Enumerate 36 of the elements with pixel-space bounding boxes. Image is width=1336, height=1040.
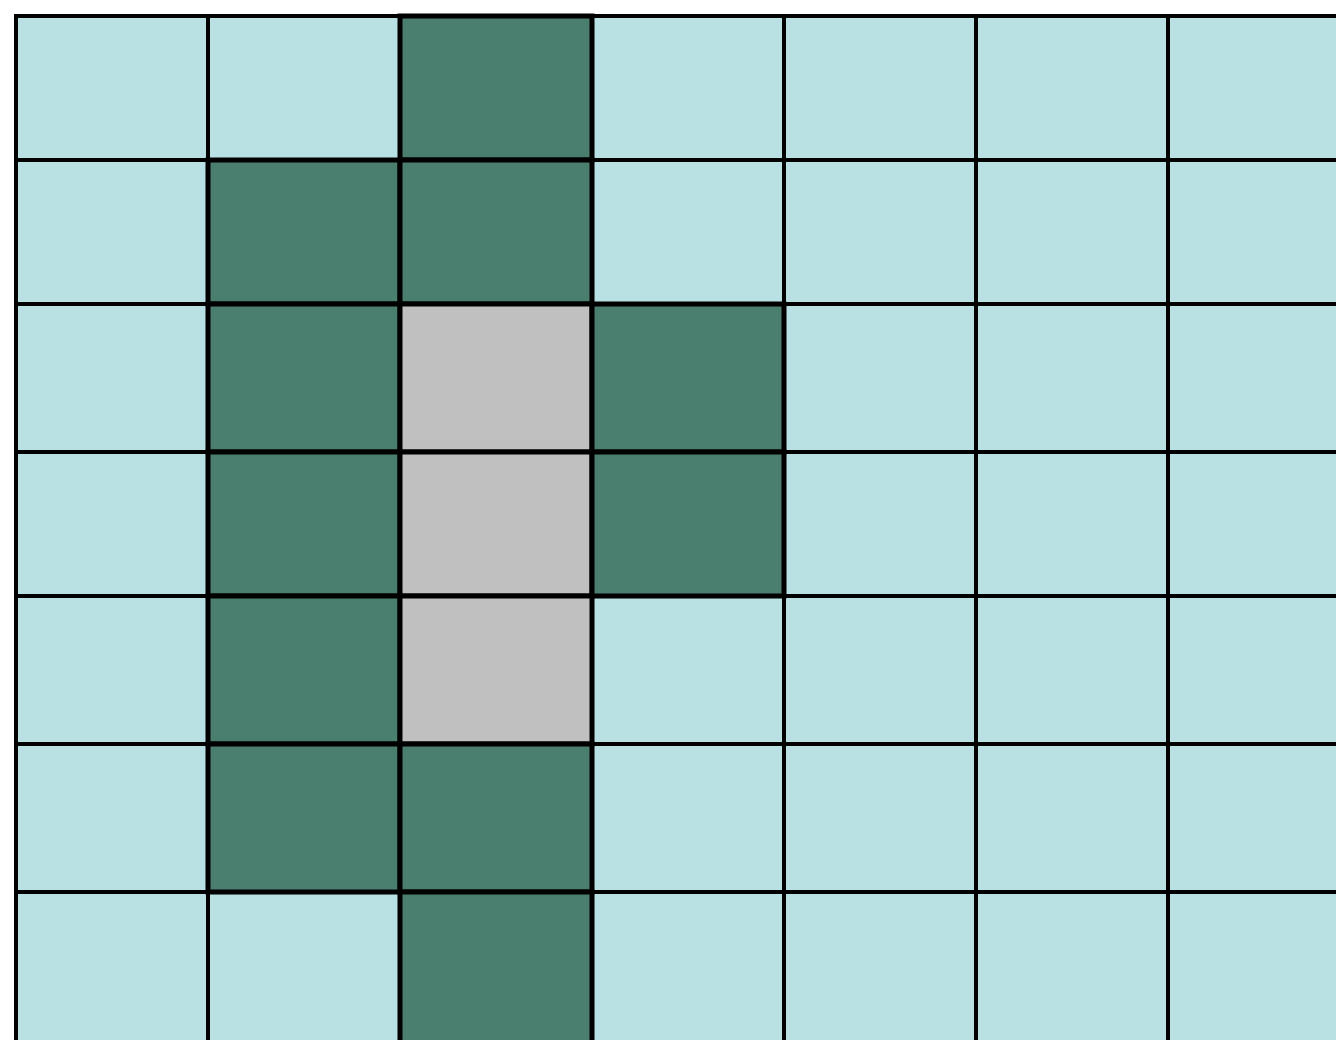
- grid-square: [590, 14, 786, 162]
- grid-square: [205, 593, 403, 747]
- grid-square: [782, 742, 978, 894]
- grid-square: [782, 14, 978, 162]
- grid-square: [974, 302, 1170, 454]
- grid-square: [205, 157, 403, 307]
- grid-square: [206, 14, 402, 162]
- grid-square: [205, 741, 403, 895]
- grid-square: [397, 157, 595, 307]
- grid-square: [397, 593, 595, 747]
- grid-square: [782, 450, 978, 598]
- grid-square: [974, 450, 1170, 598]
- grid-square: [14, 158, 210, 306]
- grid-square: [782, 302, 978, 454]
- grid-square: [397, 301, 595, 455]
- grid-square: [14, 742, 210, 894]
- grid-square: [14, 594, 210, 746]
- grid-square: [590, 594, 786, 746]
- grid-square: [205, 301, 403, 455]
- grid-square: [14, 14, 210, 162]
- grid-square: [974, 594, 1170, 746]
- grid-square: [397, 449, 595, 599]
- grid-square: [14, 450, 210, 598]
- grid-square: [782, 594, 978, 746]
- grid-square: [205, 449, 403, 599]
- grid-square: [589, 449, 787, 599]
- grid-square: [974, 742, 1170, 894]
- grid-square: [14, 302, 210, 454]
- grid-square: [397, 13, 595, 163]
- grid-square: [589, 301, 787, 455]
- grid-square: [782, 158, 978, 306]
- grid-square: [590, 742, 786, 894]
- grid-square: [397, 741, 595, 895]
- grid-square: [974, 14, 1170, 162]
- grid-square: [974, 158, 1170, 306]
- grid-square: [590, 158, 786, 306]
